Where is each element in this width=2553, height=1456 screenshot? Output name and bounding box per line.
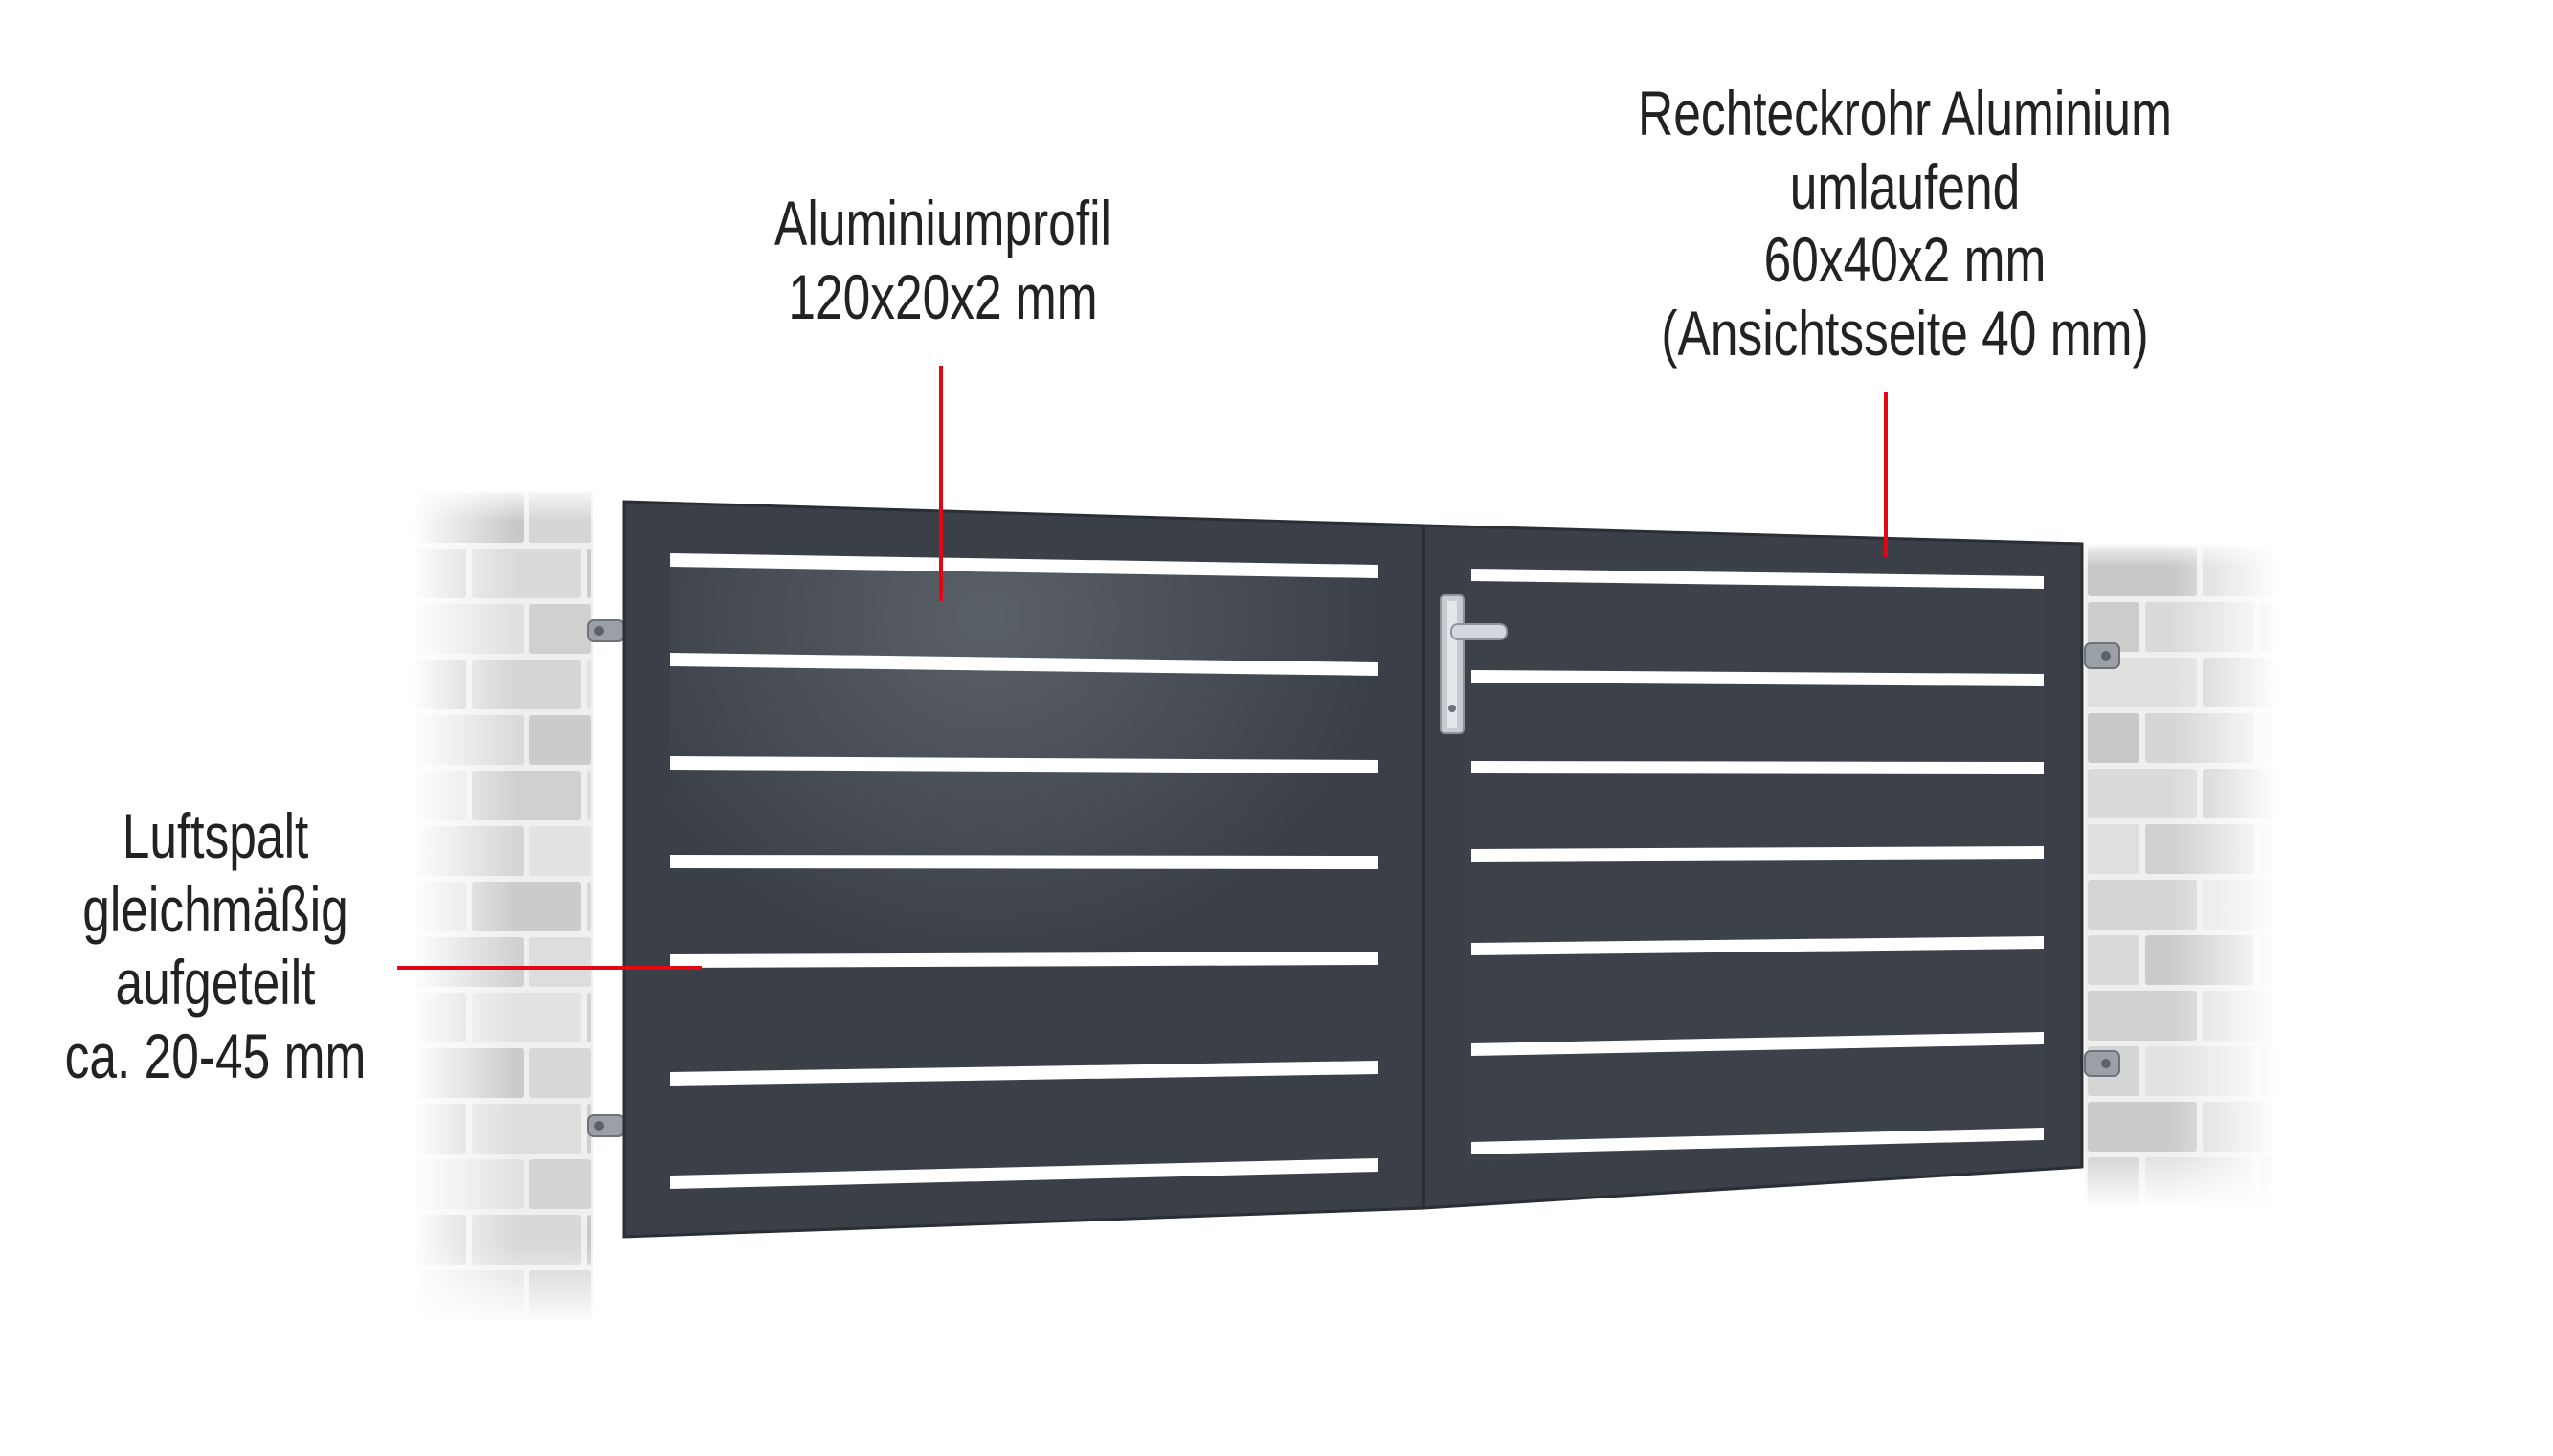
- air-gap-left-6: [670, 1061, 1378, 1086]
- annotation-gap-line-1: Luftspalt: [122, 800, 309, 871]
- air-gap-left-4: [670, 855, 1378, 869]
- brick-left-brick: [587, 771, 591, 820]
- annotation-gap: Luftspalt gleichmäßig aufgeteilt ca. 20-…: [33, 799, 398, 1092]
- air-gap-left-5: [670, 952, 1378, 968]
- brick-right-brick: [2088, 713, 2139, 763]
- brick-left-brick: [587, 660, 591, 709]
- brick-right-brick: [2088, 824, 2139, 874]
- brick-left-brick: [529, 715, 591, 765]
- brick-right-brick: [2088, 1102, 2197, 1152]
- annotation-frame: Rechteckrohr Aluminium umlaufend 60x40x2…: [1584, 77, 2227, 370]
- gate-leaf-left: [622, 500, 1425, 1239]
- brick-left-brick: [529, 604, 591, 654]
- brick-pillar-right: [2085, 538, 2278, 1208]
- air-gap-right-3: [1471, 761, 2044, 774]
- air-gap-right-5: [1471, 936, 2044, 955]
- annotation-profile-line-2: 120x20x2 mm: [788, 260, 1098, 332]
- annotation-gap-line-3: aufgeteilt: [115, 947, 316, 1019]
- air-gap-right-2: [1471, 670, 2044, 686]
- brick-right-brick: [2088, 658, 2197, 707]
- air-gap-right-7: [1471, 1128, 2044, 1154]
- annotation-frame-line-4: (Ansichtsseite 40 mm): [1661, 297, 2149, 369]
- gate-leaf-right: [1422, 524, 2084, 1210]
- annotation-frame-line-2: umlaufend: [1789, 150, 2021, 222]
- brick-right-brick: [2088, 880, 2197, 930]
- air-gap-left-1: [670, 553, 1378, 578]
- brick-left-brick: [529, 1048, 591, 1098]
- brick-right-brick: [2088, 602, 2139, 652]
- brick-left-brick: [529, 826, 591, 876]
- hinge-icon-left-bottom: [587, 1114, 625, 1137]
- brick-left-brick: [587, 993, 591, 1042]
- brick-left-brick: [587, 882, 591, 931]
- brick-right-brick: [2088, 935, 2139, 985]
- air-gaps-left: [670, 553, 1378, 1189]
- brick-pillar-left: [412, 483, 593, 1326]
- annotation-gap-line-4: ca. 20-45 mm: [64, 1019, 367, 1091]
- brick-left-brick: [587, 549, 591, 598]
- brick-left-brick: [529, 1159, 591, 1209]
- annotation-profile: Aluminiumprofil 120x20x2 mm: [701, 187, 1186, 333]
- annotation-frame-line-1: Rechteckrohr Aluminium: [1638, 78, 2172, 148]
- brick-right-brick: [2088, 991, 2197, 1041]
- hinge-icon-right-top: [2084, 642, 2120, 669]
- air-gap-left-3: [670, 756, 1378, 773]
- air-gap-right-6: [1471, 1032, 2044, 1056]
- annotation-gap-line-2: gleichmäßig: [82, 873, 348, 945]
- air-gap-left-7: [670, 1158, 1378, 1189]
- hinge-icon-left-top: [587, 619, 625, 642]
- air-gap-right-4: [1471, 846, 2044, 862]
- brick-right-brick: [2088, 769, 2197, 818]
- air-gaps-right: [1471, 569, 2044, 1154]
- hinge-icon-right-bottom: [2084, 1050, 2120, 1077]
- air-gap-left-2: [670, 653, 1378, 676]
- door-handle-icon: [1440, 594, 1508, 734]
- air-gap-right-1: [1471, 569, 2044, 589]
- annotation-frame-line-3: 60x40x2 mm: [1763, 224, 2047, 296]
- brick-left-brick: [529, 937, 591, 987]
- annotation-profile-line-1: Aluminiumprofil: [774, 188, 1111, 258]
